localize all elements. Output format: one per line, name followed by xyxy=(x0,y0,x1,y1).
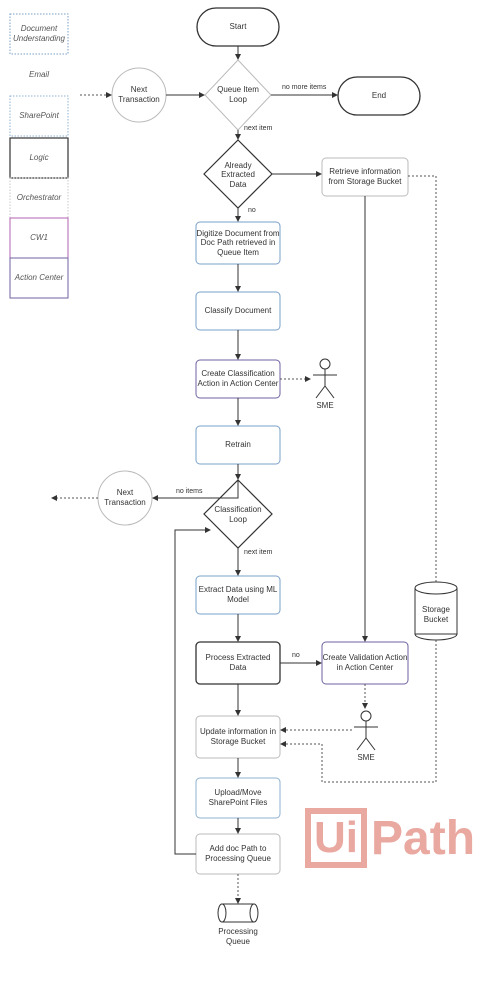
extract-data-label: Extract Data using ML Model xyxy=(198,585,278,604)
start-label: Start xyxy=(229,22,247,32)
edge-label-no-top: no xyxy=(248,207,256,214)
uipath-logo-word: Path xyxy=(371,811,476,865)
processing-queue-cylinder xyxy=(217,903,259,923)
edge-add-doc-back-to-classification-loop xyxy=(174,527,211,855)
digitize-label: Digitize Document from Doc Path retrieve… xyxy=(196,228,280,257)
next-transaction-mid-label: Next Transaction xyxy=(104,488,146,507)
retrieve-info-label: Retrieve information from Storage Bucket xyxy=(328,167,402,186)
edge-label-no-bottom: no xyxy=(292,652,300,659)
sme-top-label: SME xyxy=(316,401,334,411)
sme-top-actor xyxy=(313,358,337,399)
next-transaction-top-label: Next Transaction xyxy=(118,85,160,104)
add-doc-path-label: Add doc Path to Processing Queue xyxy=(205,844,271,863)
edge-label-no-more-items: no more items xyxy=(282,84,327,91)
edge-label-next-item-bottom: next item xyxy=(244,549,273,556)
uipath-logo: Ui Path xyxy=(305,806,495,870)
already-extracted-label: Already Extracted Data xyxy=(221,160,255,189)
legend-box-document-understanding xyxy=(9,13,69,55)
edge-label-next-item-top: next item xyxy=(244,125,273,132)
end-terminator xyxy=(337,76,421,116)
storage-bucket-cylinder xyxy=(414,581,458,641)
legend-label-logic: Logic xyxy=(29,153,49,163)
legend-label-action-center: Action Center xyxy=(14,273,64,283)
process-extracted-label: Process Extracted Data xyxy=(205,653,271,672)
storage-bucket-label: Storage Bucket xyxy=(421,605,451,624)
edge-retrieve-to-storage xyxy=(408,175,437,582)
legend-box-sharepoint xyxy=(9,95,69,137)
classify-label: Classify Document xyxy=(204,306,272,316)
edge-label-no-items: no items xyxy=(176,488,203,495)
legend-label-document-understanding: Document Understanding xyxy=(12,24,66,43)
classification-loop-label: Classification Loop xyxy=(214,505,262,524)
sme-bottom-actor xyxy=(354,710,378,751)
edge-storage-to-update xyxy=(280,640,437,783)
edge-classification-loop-to-next-transaction xyxy=(152,480,239,501)
queue-loop-label: Queue Item Loop xyxy=(217,85,259,104)
sme-bottom-label: SME xyxy=(357,753,375,763)
create-classification-label: Create Classification Action in Action C… xyxy=(197,369,279,388)
uipath-logo-box: Ui xyxy=(305,808,367,868)
legend-label-orchestrator: Orchestrator xyxy=(16,193,62,203)
create-validation-label: Create Validation Action in Action Cente… xyxy=(322,653,408,672)
legend-box-logic xyxy=(9,137,69,179)
legend-label-sharepoint: SharePoint xyxy=(19,111,59,121)
end-label: End xyxy=(371,91,387,101)
legend-box-action-center xyxy=(9,257,69,299)
upload-move-label: Upload/Move SharePoint Files xyxy=(208,788,268,807)
retrain-label: Retrain xyxy=(225,440,251,450)
processing-queue-label: Processing Queue xyxy=(218,927,258,946)
legend-label-email: Email xyxy=(28,70,49,80)
update-info-label: Update information in Storage Bucket xyxy=(199,727,277,746)
legend-label-cw1: CW1 xyxy=(30,233,48,243)
